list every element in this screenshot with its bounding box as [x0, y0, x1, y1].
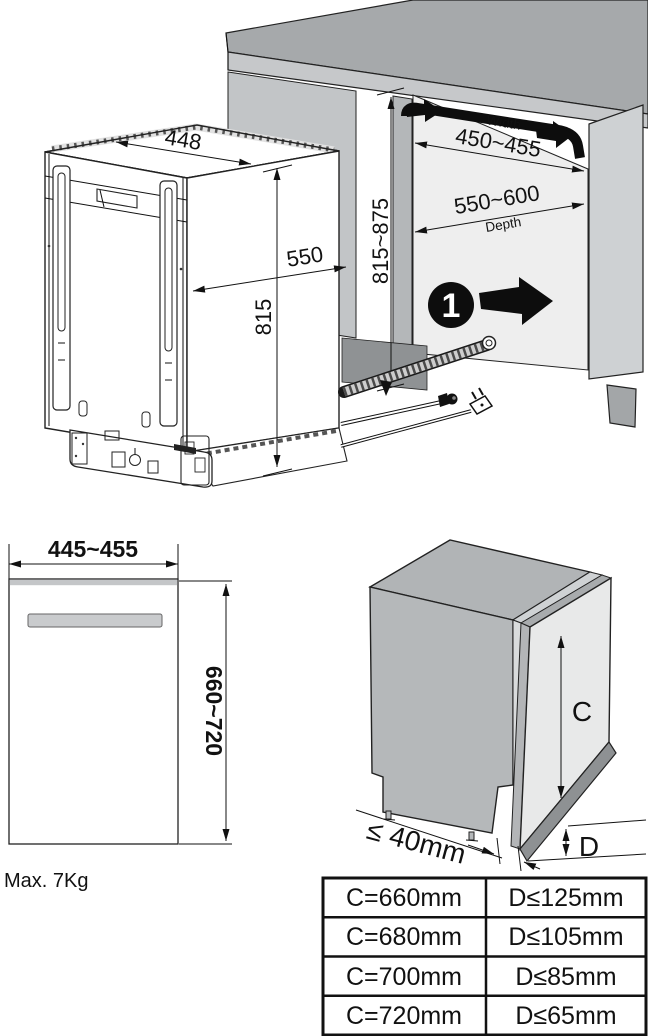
base-assembly — [69, 427, 348, 488]
panel-width-value: 445~455 — [48, 536, 138, 562]
niche-height-value: 815~875 — [368, 198, 393, 284]
dim-dishwasher-depth: 550 — [192, 241, 347, 293]
seal-arrow-left-icon — [406, 99, 442, 122]
panel-height-value: 660~720 — [201, 666, 227, 756]
table-cell: C=700mm — [346, 963, 462, 991]
cabinet-body — [369, 586, 514, 834]
cabinet-view: C D ≤ 40mm — [355, 539, 647, 872]
step-1-badge: 1 — [428, 282, 474, 328]
spec-table: C=660mm D≤125mm C=680mm D≤105mm C=700mm … — [321, 876, 648, 1036]
table-cell: C=680mm — [346, 923, 462, 951]
dim-cabinet-c: C — [557, 636, 592, 798]
seal-arrow-right-icon — [536, 121, 573, 148]
dishwasher-width-value: 448 — [163, 124, 203, 155]
d-label: D — [579, 831, 599, 862]
dishwasher-depth-value: 550 — [285, 241, 325, 271]
cabinet-side-foot — [606, 384, 637, 428]
insert-direction-arrow-icon — [479, 277, 553, 325]
hose-route-arrow-icon — [380, 380, 392, 396]
dishwasher-figure: 448 550 815 — [44, 123, 348, 488]
niche-depth-label: Depth — [484, 214, 522, 235]
table-cell: D≤85mm — [515, 963, 616, 991]
table-cell: D≤65mm — [515, 1002, 616, 1030]
door-panel-view: 445~455 660~720 — [8, 536, 232, 845]
table-cell: C=660mm — [346, 884, 462, 912]
step-number: 1 — [442, 287, 461, 325]
table-cell: D≤125mm — [508, 884, 623, 912]
table-cell: C=720mm — [346, 1002, 462, 1030]
dishwasher-height-value: 815 — [251, 299, 276, 336]
countertop — [225, 0, 648, 129]
dim-niche-height: 815~875 — [368, 87, 405, 392]
handle-recess — [96, 188, 138, 209]
handle-bar — [27, 613, 163, 628]
dim-cabinet-d: D — [527, 819, 647, 862]
connections — [338, 335, 497, 448]
cabinet-side-panel — [588, 104, 644, 380]
dim-dishwasher-height: 815 — [251, 164, 293, 477]
water-hose-connector-icon — [446, 393, 458, 405]
drain-hose — [342, 340, 489, 397]
table-cell: D≤105mm — [508, 923, 623, 951]
niche-width-label: Width — [485, 112, 522, 132]
max-weight-note: Max. 7Kg — [4, 870, 88, 892]
c-label: C — [572, 696, 592, 727]
install-scene: Width 450~455 550~600 Depth 815~875 — [44, 0, 648, 488]
dim-dishwasher-width: 448 — [115, 124, 252, 166]
